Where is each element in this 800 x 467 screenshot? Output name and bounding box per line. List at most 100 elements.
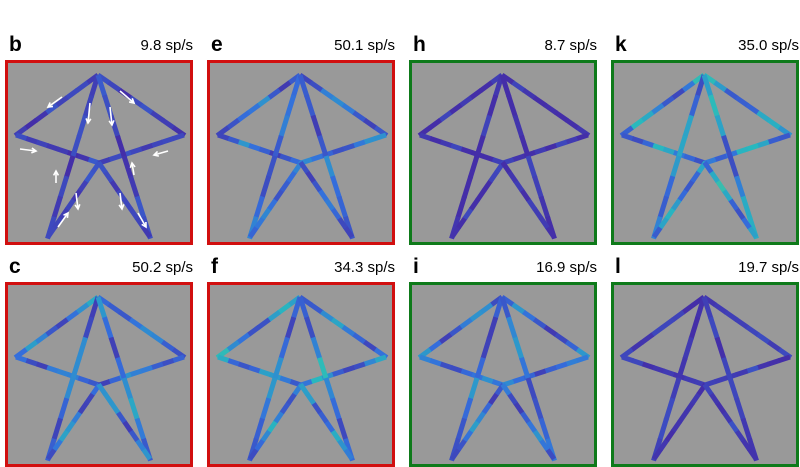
contour-segment <box>82 316 95 340</box>
contour-segment <box>629 117 644 131</box>
contour-segment <box>663 397 676 421</box>
contour-segment <box>109 179 121 193</box>
contour-segment <box>341 143 355 152</box>
contour-segment <box>298 160 310 174</box>
contour-segment <box>286 392 298 405</box>
contour-segment <box>343 225 355 239</box>
contour-segment <box>427 339 442 353</box>
contour-segment <box>75 302 90 315</box>
contour-segment <box>756 332 771 345</box>
contour-segment <box>161 358 175 367</box>
contour-segment <box>279 401 291 415</box>
contour-segment <box>65 419 77 433</box>
firing-rate-label: 34.3 sp/s <box>334 259 395 276</box>
contour-segment <box>715 179 727 193</box>
contour-segment <box>462 429 474 442</box>
contour-segment <box>139 143 153 152</box>
contour-segment <box>543 365 557 374</box>
contour-segment <box>309 80 324 93</box>
contour-segment <box>248 365 262 374</box>
contour-segment <box>128 175 140 199</box>
contour-segment <box>253 417 265 442</box>
contour-segment <box>256 317 271 330</box>
contour-segment <box>488 392 500 405</box>
contour-segment <box>511 302 526 315</box>
contour-segment <box>513 401 525 415</box>
contour-segment <box>525 155 538 179</box>
panel-letter: e <box>211 33 223 56</box>
contour-segment <box>532 175 544 199</box>
contour-segment <box>708 392 720 405</box>
contour-segment <box>660 95 675 108</box>
contour-segment <box>56 146 70 156</box>
contour-segment <box>248 143 262 152</box>
contour-segment <box>75 80 90 93</box>
stimulus-box <box>611 282 799 467</box>
contour-segment <box>512 336 525 361</box>
contour-segment <box>565 136 579 145</box>
contour-segment <box>682 114 694 139</box>
contour-segment <box>331 368 345 378</box>
contour-segment <box>225 339 240 353</box>
contour-segment <box>141 225 153 239</box>
contour-segment <box>273 410 285 424</box>
contour-segment <box>341 102 357 116</box>
contour-segment <box>279 153 293 163</box>
contour-segment <box>363 117 378 131</box>
contour-segment <box>217 354 231 364</box>
contour-segment <box>77 179 89 193</box>
contour-segment <box>108 336 121 361</box>
contour-segment <box>727 419 739 433</box>
contour-segment <box>65 197 77 211</box>
firing-rate-label: 8.7 sp/s <box>544 37 597 54</box>
contour-segment <box>54 95 69 108</box>
contour-segment <box>102 316 114 340</box>
contour-segment <box>460 368 474 378</box>
contour-segment <box>139 102 155 116</box>
contour-segment <box>499 296 512 320</box>
contour-segment <box>715 401 727 415</box>
contour-segment <box>95 74 108 98</box>
contour-segment <box>533 146 547 156</box>
contour-segment <box>702 382 714 396</box>
motion-arrow-icon <box>152 150 169 157</box>
contour-segment <box>150 361 164 371</box>
contour-segment <box>237 139 251 149</box>
contour-segment <box>657 195 669 220</box>
contour-segment <box>756 361 770 371</box>
contour-segment <box>260 207 272 220</box>
contour-segment <box>734 429 746 442</box>
contour-segment <box>259 175 272 199</box>
contour-segment <box>363 358 377 367</box>
contour-segment <box>129 368 143 378</box>
contour-segment <box>352 332 367 345</box>
contour-segment <box>467 155 480 179</box>
contour-segment <box>745 324 761 338</box>
contour-segment <box>683 179 695 193</box>
contour-segment <box>128 207 140 220</box>
contour-segment <box>676 357 688 381</box>
motion-arrow-icon <box>52 169 60 183</box>
contour-segment <box>95 296 108 320</box>
contour-segment <box>134 195 147 220</box>
contour-segment <box>511 375 526 385</box>
contour-segment <box>310 336 323 361</box>
contour-segment <box>363 136 377 145</box>
contour-segment <box>740 195 753 220</box>
contour-segment <box>538 216 550 230</box>
contour-segment <box>662 368 676 378</box>
contour-segment <box>58 207 70 220</box>
contour-segment <box>309 375 324 385</box>
panel-letter: c <box>9 255 21 278</box>
contour-segment <box>352 139 366 149</box>
stimulus-box <box>207 282 395 467</box>
contour-segment <box>461 397 474 421</box>
contour-segment <box>23 117 38 131</box>
motion-arrow-icon <box>129 161 136 176</box>
contour-segment <box>64 309 79 323</box>
contour-segment <box>107 375 122 385</box>
contour-segment <box>419 354 433 364</box>
contour-segment <box>500 382 512 396</box>
contour-segment <box>336 195 349 220</box>
contour-segment <box>108 114 121 139</box>
